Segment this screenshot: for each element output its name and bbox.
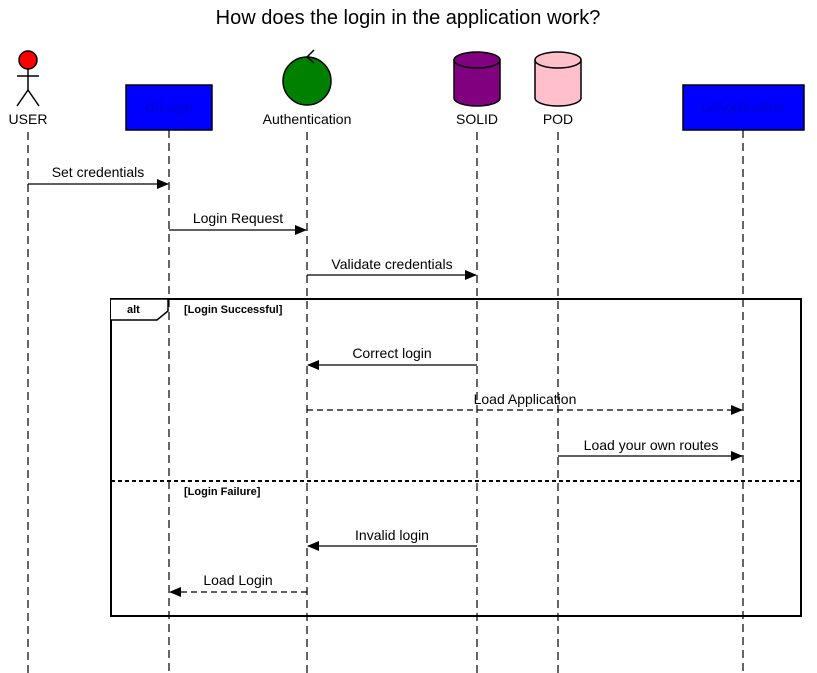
actor-head-icon <box>18 50 38 70</box>
message-label: Validate credentials <box>331 256 452 272</box>
message-label: Invalid login <box>355 527 429 543</box>
message-label: Load Login <box>203 572 272 588</box>
message-label: Set credentials <box>52 164 145 180</box>
message-label: Load your own routes <box>584 437 719 453</box>
alt-fragment <box>110 298 802 617</box>
alt-operator-label: alt <box>127 304 140 316</box>
uilogin-box <box>125 84 213 131</box>
guard-failure: [Login Failure] <box>184 486 261 498</box>
alt-operator-tab <box>111 298 169 321</box>
user-actor <box>16 50 40 107</box>
participant-label-authentication: Authentication <box>263 111 352 127</box>
pod-database-icon <box>534 51 582 107</box>
message-label: Load Application <box>474 391 577 407</box>
participant-label-user: USER <box>9 111 48 127</box>
solid-database-icon <box>453 51 501 107</box>
participant-label-uilogin: UILogin <box>145 99 193 115</box>
participant-label-solid: SOLID <box>456 111 498 127</box>
authentication-control-icon <box>282 49 332 106</box>
guard-success: [Login Successful] <box>184 304 283 316</box>
diagram-title: How does the login in the application wo… <box>216 7 601 29</box>
uiapplication-box <box>682 84 805 131</box>
participant-label-pod: POD <box>543 111 573 127</box>
message-label: Correct login <box>352 345 431 361</box>
message-label: Login Request <box>193 210 283 226</box>
participant-label-uiapplication: UIApplication <box>702 99 785 115</box>
